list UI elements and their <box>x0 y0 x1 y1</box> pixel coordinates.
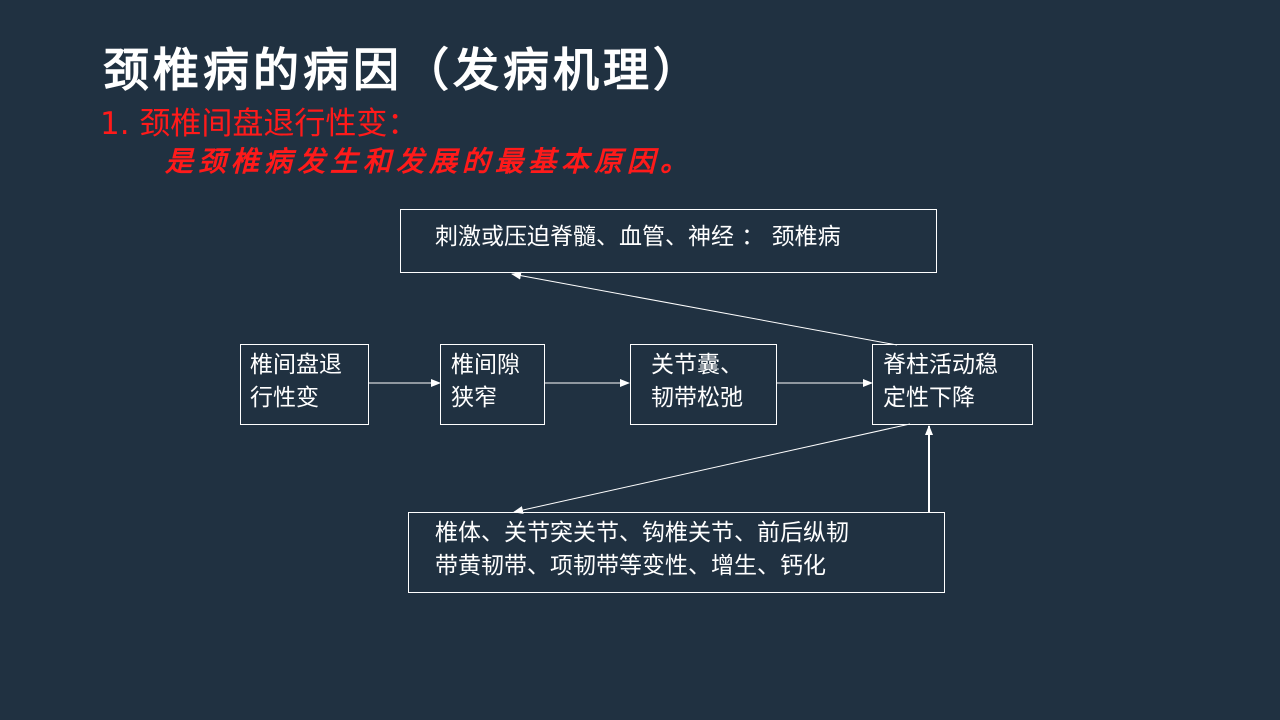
disc-degeneration-box: 椎间盘退 行性变 <box>240 344 369 425</box>
section-heading: 1. 颈椎间盘退行性变： <box>100 106 419 142</box>
section-emphasis: 是颈椎病发生和发展的最基本原因。 <box>165 145 694 178</box>
arrow-box4-to-top <box>511 271 898 346</box>
page-title: 颈椎病的病因（发病机理） <box>103 43 703 97</box>
outcome-text: 刺激或压迫脊髓、血管、神经 ： 颈椎病 <box>435 224 841 250</box>
spinal-instability-box: 脊柱活动稳 定性下降 <box>872 344 1033 425</box>
outcome-box: 刺激或压迫脊髓、血管、神经 ： 颈椎病 <box>400 209 937 273</box>
degeneration-changes-box: 椎体、关节突关节、钩椎关节、前后纵韧 带黄韧带、项韧带等变性、增生、钙化 <box>408 512 945 593</box>
disc-space-narrowing-box: 椎间隙 狭窄 <box>440 344 545 425</box>
ligament-laxity-box: 关节囊、 韧带松弛 <box>630 344 777 425</box>
arrow-box4-to-bottom <box>513 423 911 514</box>
